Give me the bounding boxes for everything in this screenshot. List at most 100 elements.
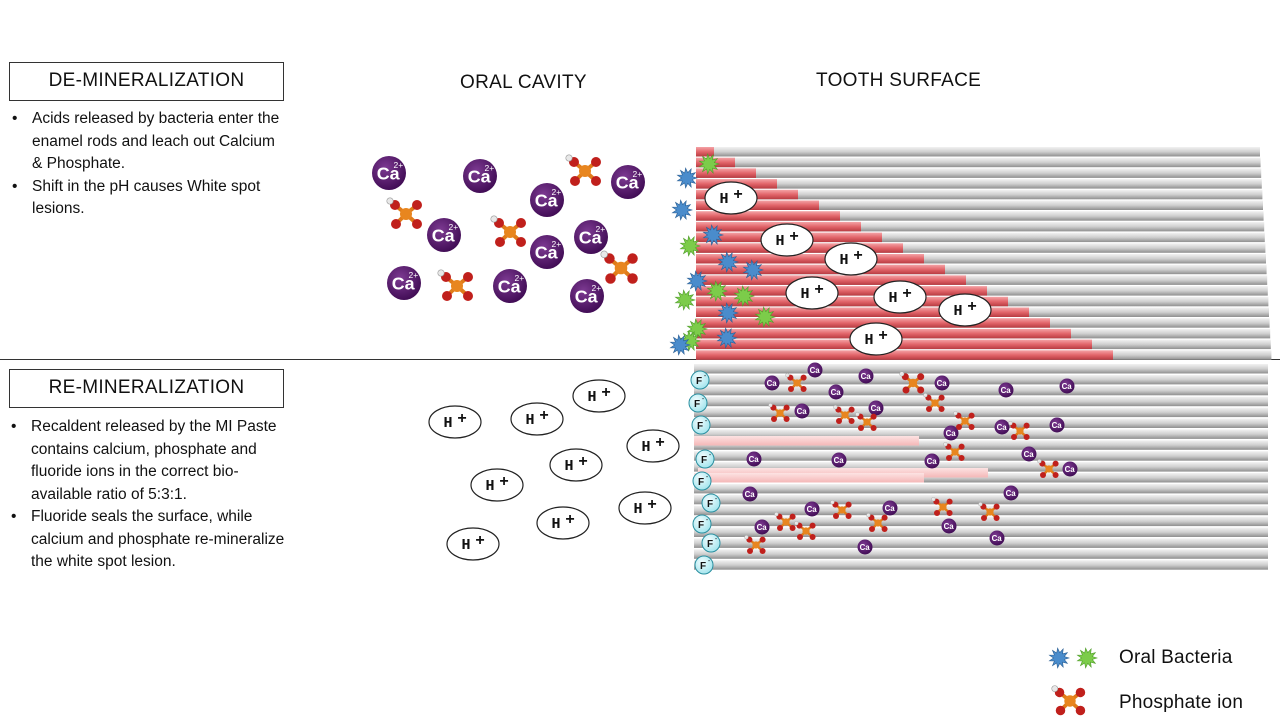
enamel-rod: [696, 221, 1265, 232]
calcium-ion: Ca2+: [387, 266, 421, 300]
calcium-label: Ca: [871, 404, 882, 413]
calcium-label: Ca: [535, 242, 559, 262]
hydrogen-ion: H+: [446, 527, 500, 561]
calcium-label: Ca: [1006, 489, 1017, 498]
section-divider: [0, 359, 1280, 360]
hydrogen-label: H: [551, 516, 560, 533]
calcium-ion: Ca2+: [427, 218, 461, 252]
bacteria-icon: [742, 259, 764, 281]
bacteria-icon: [1076, 647, 1098, 669]
fluoride-ion: F-: [701, 533, 721, 553]
calcium-ion: Ca: [998, 382, 1014, 398]
enamel-rod: [694, 473, 1268, 483]
enamel-rod: [694, 407, 1268, 418]
calcium-ion: Ca: [924, 453, 940, 469]
calcium-label: Ca: [992, 534, 1003, 543]
calcium-ion: Ca2+: [530, 235, 564, 269]
hydrogen-charge: +: [733, 186, 742, 203]
hydrogen-label: H: [719, 191, 728, 208]
calcium-label: Ca: [377, 163, 401, 183]
calcium-ion: Ca: [754, 519, 770, 535]
calcium-ion: Ca: [941, 518, 957, 534]
hydrogen-label: H: [485, 478, 494, 495]
hydrogen-label: H: [800, 286, 809, 303]
fluoride-charge: -: [704, 373, 707, 380]
remineralization-title-box: RE-MINERALIZATION: [9, 369, 284, 408]
calcium-ion: Ca: [828, 384, 844, 400]
hydrogen-label: H: [953, 303, 962, 320]
calcium-ion: Ca: [943, 425, 959, 441]
hydrogen-charge: +: [967, 298, 976, 315]
calcium-label: Ca: [927, 457, 938, 466]
hydrogen-label: H: [641, 439, 650, 456]
enamel-rod: [696, 157, 1261, 168]
fluoride-charge: -: [702, 396, 705, 403]
hydrogen-ion: H+: [470, 468, 524, 502]
fluoride-ion: F-: [701, 493, 721, 513]
enamel-rod: [696, 275, 1268, 285]
fluoride-charge: -: [706, 517, 709, 524]
fluoride-charge: -: [709, 452, 712, 459]
demineralized-rod-segment: [696, 264, 945, 275]
calcium-label: Ca: [997, 423, 1008, 432]
demineralized-rod-segment: [696, 296, 1008, 307]
calcium-label: Ca: [749, 455, 760, 464]
enamel-rod: [694, 429, 1268, 439]
hydrogen-ion: H+: [428, 405, 482, 439]
calcium-label: Ca: [757, 523, 768, 532]
calcium-label: Ca: [810, 366, 821, 375]
calcium-ion: Ca: [857, 539, 873, 555]
calcium-charge: 2+: [448, 222, 458, 232]
calcium-label: Ca: [468, 166, 492, 186]
calcium-ion: Ca: [994, 419, 1010, 435]
calcium-label: Ca: [575, 286, 599, 306]
enamel-rod: [694, 483, 1268, 494]
phosphate-ion: [435, 267, 475, 303]
bacteria-icon: [733, 285, 755, 307]
bacteria-icon: [754, 306, 776, 328]
fluoride-charge: -: [715, 536, 718, 543]
enamel-rod: [696, 168, 1262, 178]
enamel-rod: [696, 264, 1267, 275]
hydrogen-ion: H+: [938, 293, 992, 327]
calcium-label: Ca: [944, 522, 955, 531]
bacteria-icon: [679, 235, 701, 257]
enamel-rod: [696, 189, 1263, 200]
calcium-charge: 2+: [551, 187, 561, 197]
enamel-rod: [694, 560, 1268, 570]
hydrogen-ion: H+: [785, 276, 839, 310]
calcium-ion: Ca: [1003, 485, 1019, 501]
calcium-ion: Ca: [989, 530, 1005, 546]
hydrogen-label: H: [461, 537, 470, 554]
remineralizing-rod-segment: [698, 468, 988, 478]
calcium-label: Ca: [1065, 465, 1076, 474]
hydrogen-label: H: [443, 415, 452, 432]
calcium-ion: Ca: [1049, 417, 1065, 433]
fluoride-ion: F-: [695, 449, 715, 469]
calcium-charge: 2+: [551, 239, 561, 249]
calcium-label: Ca: [861, 372, 872, 381]
hydrogen-charge: +: [853, 247, 862, 264]
hydrogen-charge: +: [789, 228, 798, 245]
hydrogen-label: H: [864, 332, 873, 349]
remineralization-bullets: Recaldent released by the MI Paste conta…: [0, 416, 292, 574]
calcium-label: Ca: [579, 227, 603, 247]
calcium-ion: Ca: [934, 375, 950, 391]
calcium-ion: Ca: [807, 362, 823, 378]
enamel-rod: [694, 440, 1268, 450]
calcium-label: Ca: [885, 504, 896, 513]
calcium-label: Ca: [1024, 450, 1035, 459]
calcium-ion: Ca2+: [574, 220, 608, 254]
enamel-rod: [696, 147, 1260, 157]
hydrogen-charge: +: [565, 511, 574, 528]
hydrogen-charge: +: [457, 410, 466, 427]
hydrogen-ion: H+: [549, 448, 603, 482]
legend-phosphate-icon: [1049, 683, 1088, 718]
hydrogen-label: H: [839, 252, 848, 269]
calcium-ion: Ca2+: [570, 279, 604, 313]
hydrogen-ion: H+: [873, 280, 927, 314]
fluoride-ion: F-: [692, 471, 712, 491]
enamel-rod: [694, 396, 1268, 407]
hydrogen-ion: H+: [510, 402, 564, 436]
phosphate-ion: [488, 213, 528, 249]
